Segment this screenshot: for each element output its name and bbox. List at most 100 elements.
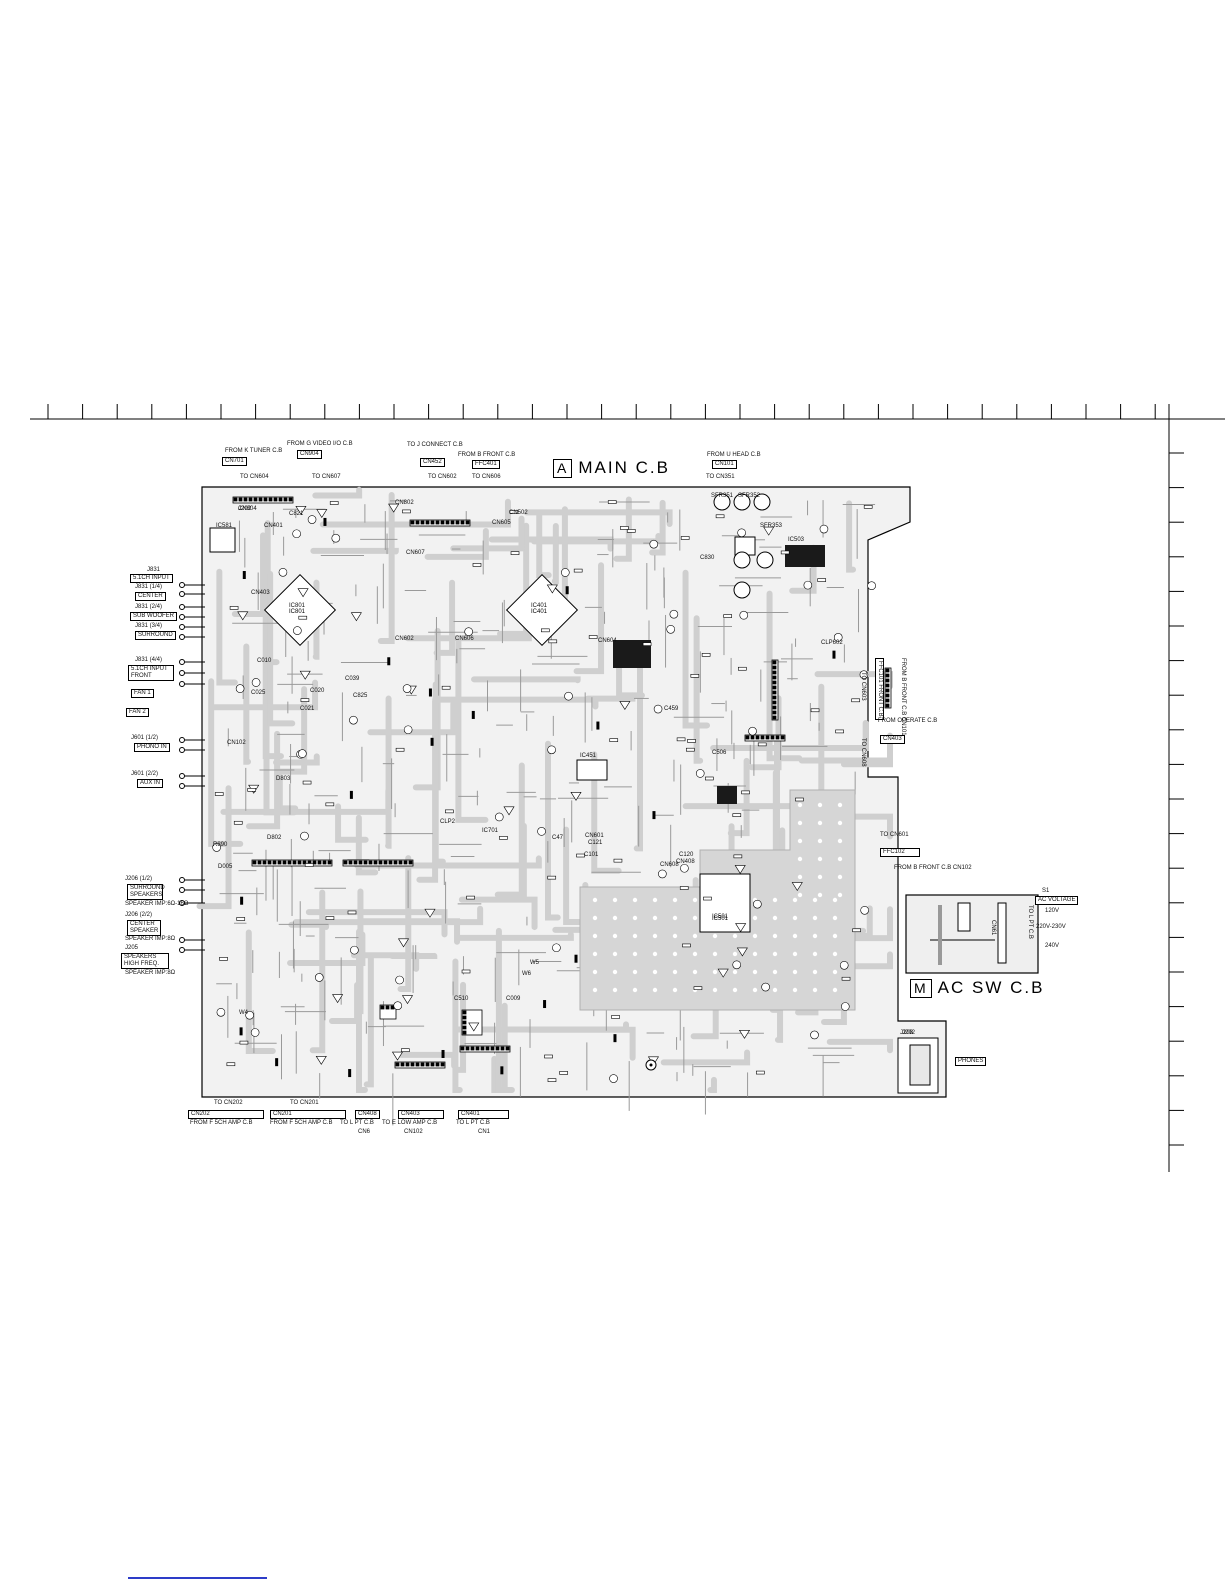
transistor bbox=[350, 612, 362, 622]
ac-option-120: 120V bbox=[1045, 908, 1060, 914]
component-label: W5 bbox=[530, 960, 539, 966]
capacitor bbox=[833, 633, 843, 642]
connector-pin bbox=[238, 497, 243, 502]
jack-label-12-text: CENTER SPEAKER bbox=[127, 920, 161, 936]
plane-via bbox=[817, 874, 823, 880]
connector-pin bbox=[885, 693, 890, 698]
plane-via bbox=[812, 987, 818, 993]
pcb-trace bbox=[496, 1002, 508, 1093]
connector-pin bbox=[415, 520, 420, 525]
capacitor bbox=[393, 1001, 403, 1010]
plane-via bbox=[772, 933, 778, 939]
resistor bbox=[229, 606, 239, 610]
capacitor bbox=[561, 568, 570, 577]
connector-strip bbox=[744, 734, 786, 742]
pcb-trace bbox=[494, 762, 525, 898]
ic-801: IC801 bbox=[263, 573, 337, 647]
connector-pin bbox=[410, 1062, 415, 1067]
pcb-trace bbox=[660, 1049, 751, 1066]
capacitor bbox=[653, 704, 663, 714]
component-label: C120 bbox=[679, 852, 694, 858]
jack-label-4-text: SURROUND bbox=[135, 631, 176, 640]
plane-via bbox=[612, 969, 618, 975]
plane-via bbox=[692, 933, 698, 939]
pcb-trace bbox=[454, 1021, 630, 1033]
capacitor bbox=[860, 905, 869, 915]
connector-pin bbox=[772, 660, 777, 665]
connector-pin bbox=[410, 520, 415, 525]
plane-via bbox=[632, 897, 638, 903]
jack-terminal bbox=[179, 624, 185, 630]
component-label: CN607 bbox=[406, 550, 425, 556]
resistor bbox=[680, 536, 690, 540]
component-label: CN601 bbox=[585, 833, 604, 839]
connector-pin bbox=[480, 1046, 485, 1051]
top-conn-cn-3: CN452 bbox=[420, 458, 445, 467]
capacitor bbox=[803, 580, 813, 590]
jack-label-9-id: J601 (2/2) bbox=[131, 771, 159, 777]
resistor bbox=[852, 928, 861, 933]
component-label: CN502 bbox=[509, 510, 528, 516]
resistor bbox=[686, 747, 695, 752]
pcb-trace bbox=[355, 814, 379, 876]
capacitor bbox=[402, 684, 412, 693]
resistor bbox=[214, 792, 224, 796]
pcb-trace bbox=[432, 681, 446, 865]
diode bbox=[832, 650, 836, 659]
pcb-trace bbox=[536, 512, 552, 579]
top-conn-to-4: TO CN606 bbox=[472, 474, 501, 480]
diode bbox=[430, 737, 434, 746]
component-label: CN401 bbox=[264, 523, 283, 529]
capacitor bbox=[666, 624, 675, 634]
capacitor bbox=[761, 982, 770, 992]
component-label: C825 bbox=[353, 693, 368, 699]
resistor bbox=[757, 742, 767, 747]
plane-via bbox=[652, 987, 658, 993]
plane-via bbox=[612, 915, 618, 921]
connector-pin bbox=[462, 1030, 467, 1035]
resistor bbox=[690, 674, 700, 678]
plane-via bbox=[772, 915, 778, 921]
top-conn-from-3: TO J CONNECT C.B bbox=[407, 442, 463, 448]
resistor bbox=[472, 563, 482, 567]
transistor bbox=[468, 1022, 480, 1032]
main-board-letter: A bbox=[553, 459, 573, 478]
resistor bbox=[756, 1070, 765, 1075]
component-label: CN408 bbox=[676, 859, 695, 865]
resistor bbox=[676, 737, 686, 742]
component-label: CN608 bbox=[660, 862, 679, 868]
resistor bbox=[715, 514, 725, 519]
jack-label-10-id: J206 (1/2) bbox=[125, 876, 153, 882]
pcb-trace bbox=[727, 757, 750, 837]
capacitor bbox=[819, 524, 829, 534]
plane-via bbox=[672, 951, 678, 957]
resistor bbox=[620, 526, 629, 530]
component-label: C830 bbox=[700, 555, 715, 561]
capacitor bbox=[349, 715, 358, 725]
connector-pin bbox=[385, 1005, 390, 1010]
connector-pin bbox=[885, 703, 890, 708]
component-label: C47 bbox=[552, 835, 564, 841]
resistor bbox=[642, 642, 652, 646]
ic-label: IC501 bbox=[712, 914, 729, 920]
bottom-conn-top-4: CN403 bbox=[398, 1110, 444, 1119]
bottom-conn-bottom-3: TO L PT C.B bbox=[340, 1120, 374, 1126]
jack-label-1-id: J831 bbox=[147, 567, 161, 573]
jack-label-4-id: J831 (3/4) bbox=[135, 623, 163, 629]
plane-via bbox=[712, 933, 718, 939]
pcb-trace bbox=[363, 952, 374, 1088]
connector-pin bbox=[760, 735, 765, 740]
connector-pin bbox=[885, 673, 890, 678]
transistor bbox=[734, 865, 746, 875]
ic-label: IC401 bbox=[531, 603, 548, 609]
connector-pin bbox=[327, 860, 332, 865]
connector-pin bbox=[388, 860, 393, 865]
plane-via bbox=[652, 915, 658, 921]
plane-via bbox=[817, 892, 823, 898]
plane-via bbox=[732, 987, 738, 993]
footer-link-underline[interactable] bbox=[128, 1577, 267, 1579]
connector-pin bbox=[400, 1062, 405, 1067]
pcb-trace bbox=[354, 855, 542, 869]
connector-pin bbox=[257, 860, 262, 865]
jack-terminal bbox=[179, 634, 185, 640]
